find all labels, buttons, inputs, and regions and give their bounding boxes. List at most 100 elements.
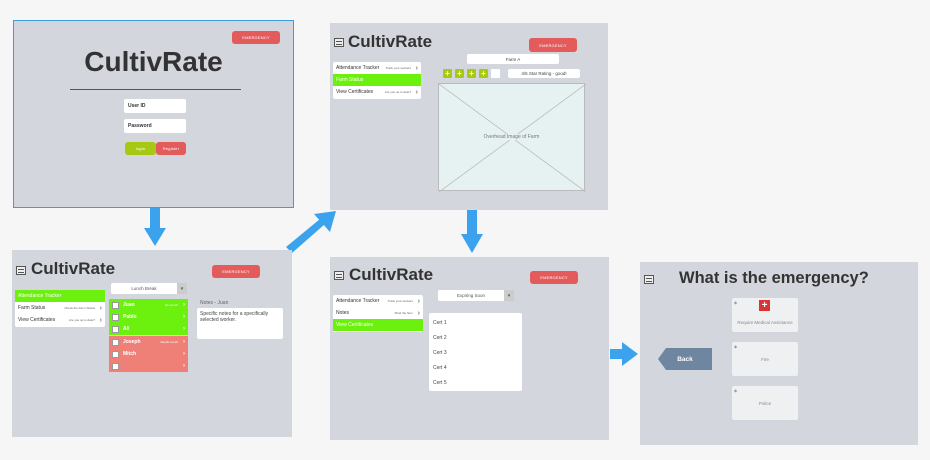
police-tile[interactable]: ◆ Police — [732, 386, 798, 420]
menu-item-label: Attendance Tracker — [18, 293, 62, 299]
chevron-right-icon: › — [417, 309, 420, 317]
farm-image-placeholder: Overhead Image of Farm — [438, 83, 586, 192]
menu-item-farm-status[interactable]: Farm Status Check the Farm Status › — [15, 302, 105, 314]
menu-item-attendance[interactable]: Attendance Tracker Track your workers › — [333, 295, 423, 307]
menu-icon[interactable] — [334, 38, 344, 47]
tile-label: Require Medical Assistance — [737, 319, 793, 325]
chevron-right-icon: › — [99, 304, 102, 312]
attendance-screen: CultivRate EMERGENCY Attendance Tracker … — [12, 250, 292, 437]
emergency-button[interactable]: EMERGENCY — [232, 31, 280, 44]
menu-icon[interactable] — [16, 266, 26, 275]
chevron-right-icon: › — [415, 88, 418, 96]
list-item[interactable]: Ali› — [109, 323, 188, 335]
menu-icon[interactable] — [334, 271, 344, 280]
checkbox[interactable] — [112, 338, 119, 346]
tile-label: Fire — [761, 356, 769, 362]
list-item[interactable]: Mitch› — [109, 348, 188, 360]
chevron-right-icon: › — [415, 64, 418, 72]
list-item[interactable]: Cert 3 — [433, 349, 447, 356]
menu-item-attendance[interactable]: Attendance Tracker — [15, 290, 105, 302]
checkbox[interactable] — [112, 362, 119, 370]
brand-title: CultivRate — [349, 265, 434, 284]
checkbox[interactable] — [112, 325, 119, 333]
menu-item-certificates[interactable]: View Certificates Are you up to date? › — [15, 314, 105, 326]
medical-cross-icon: + — [759, 300, 770, 311]
star-plus-icon[interactable]: + — [479, 69, 488, 78]
brand-title: CultivRate — [31, 259, 116, 278]
user-id-field[interactable]: User ID — [124, 99, 186, 113]
checkbox[interactable] — [112, 301, 119, 309]
menu-item-label: View Certificates — [336, 89, 374, 95]
star-plus-icon[interactable]: + — [443, 69, 452, 78]
tile-marker: ◆ — [734, 388, 738, 393]
list-item[interactable]: Cert 1 — [433, 319, 447, 326]
checkbox[interactable] — [112, 313, 119, 321]
chevron-right-icon: › — [99, 316, 102, 324]
chevron-right-icon: › — [183, 314, 185, 320]
list-item[interactable]: Cert 2 — [433, 334, 447, 341]
menu-item-subtitle: Track your workers — [385, 66, 411, 70]
list-item[interactable]: › — [109, 360, 188, 372]
menu-item-subtitle: Check the Farm Status — [64, 306, 95, 310]
arrow-farm-to-certificates — [461, 210, 483, 253]
image-caption: Overhead Image of Farm — [483, 134, 540, 140]
worker-name: Juan — [123, 302, 135, 308]
menu-item-certificates[interactable]: View Certificates — [333, 319, 423, 331]
menu-item-label: Notes — [336, 310, 350, 316]
menu-item-label: Farm Status — [18, 305, 46, 311]
certificate-list: Cert 1 Cert 2 Cert 3 Cert 4 Cert 5 — [429, 313, 522, 391]
arrow-attendance-to-farm — [286, 211, 336, 253]
login-screen: EMERGENCY CultivRate User ID Password lo… — [13, 20, 294, 208]
status-filter-select[interactable]: Lunch Break ▾ — [111, 283, 187, 294]
list-item[interactable]: Pablo› — [109, 311, 188, 323]
worker-name: Joseph — [123, 339, 141, 345]
list-item[interactable]: Cert 5 — [433, 379, 447, 386]
menu-item-subtitle: Are you up to date? — [68, 318, 95, 322]
login-brand-title: CultivRate — [84, 46, 223, 77]
login-button[interactable]: login — [125, 142, 156, 155]
side-menu: Attendance Tracker Track your workers › … — [333, 62, 421, 99]
medical-assistance-tile[interactable]: ◆ + Require Medical Assistance — [732, 298, 798, 332]
register-button[interactable]: Register — [156, 142, 186, 155]
menu-item-attendance[interactable]: Attendance Tracker Track your workers › — [333, 62, 421, 74]
emergency-screen: What is the emergency? Back ◆ + Require … — [640, 262, 918, 445]
farm-name-field[interactable]: Farm A — [467, 54, 559, 64]
notes-title: Notes - Juan — [200, 300, 229, 306]
emergency-button[interactable]: EMERGENCY — [530, 271, 578, 284]
fire-tile[interactable]: ◆ Fire — [732, 342, 798, 376]
menu-item-notes[interactable]: Notes Mind the farm › — [333, 307, 423, 319]
star-empty-icon[interactable] — [491, 69, 500, 78]
menu-item-label: Attendance Tracker — [336, 65, 380, 71]
arrow-certificates-to-emergency — [610, 342, 638, 366]
back-button[interactable]: Back — [658, 348, 712, 370]
menu-item-certificates[interactable]: View Certificates Are you up to date? › — [333, 86, 421, 98]
menu-icon[interactable] — [644, 275, 654, 284]
menu-item-farm-status[interactable]: Farm Status — [333, 74, 421, 86]
chevron-right-icon: › — [183, 302, 185, 308]
list-item[interactable]: Cert 4 — [433, 364, 447, 371]
side-menu: Attendance Tracker Farm Status Check the… — [15, 290, 105, 327]
chevron-right-icon: › — [417, 297, 420, 305]
notes-box[interactable]: Specific notes for a specifically select… — [197, 308, 283, 339]
back-button-label: Back — [677, 355, 693, 363]
emergency-button[interactable]: EMERGENCY — [212, 265, 260, 278]
chevron-right-icon: › — [183, 363, 185, 369]
expiry-filter-select[interactable]: Expiring Soon ▾ — [438, 290, 514, 301]
star-plus-icon[interactable]: + — [455, 69, 464, 78]
select-value: Lunch Break — [131, 286, 157, 291]
select-value: Expiring Soon — [456, 293, 486, 298]
password-field[interactable]: Password — [124, 119, 186, 133]
checkbox[interactable] — [112, 350, 119, 358]
emergency-button[interactable]: EMERGENCY — [529, 38, 577, 52]
tile-label: Police — [758, 400, 772, 406]
emergency-title: What is the emergency? — [679, 269, 869, 287]
menu-item-label: View Certificates — [336, 322, 374, 328]
title-divider — [70, 89, 241, 90]
menu-item-subtitle: Are you up to date? — [384, 90, 411, 94]
tile-marker: ◆ — [734, 344, 738, 349]
star-plus-icon[interactable]: + — [467, 69, 476, 78]
